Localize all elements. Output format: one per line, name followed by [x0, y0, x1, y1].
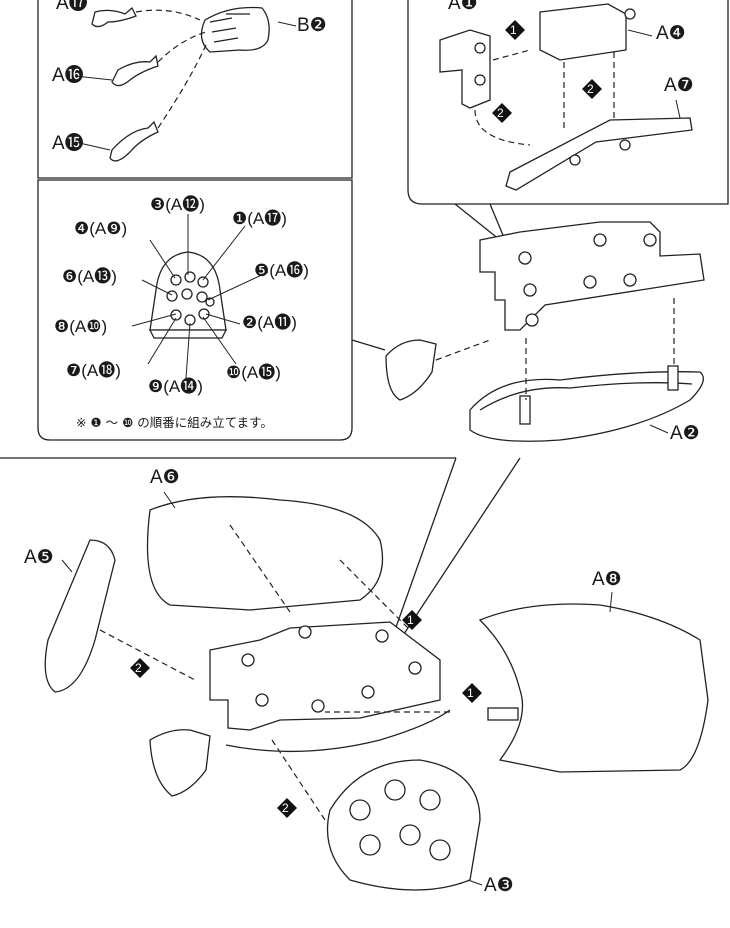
claw-base-rim: [148, 329, 228, 339]
part-a5: [44, 539, 116, 693]
assembly-arrow: [99, 629, 196, 681]
assembly-arrow: [339, 559, 411, 631]
claw-part-a17: [91, 6, 137, 28]
step-number: 2: [282, 801, 289, 815]
part-a1: [439, 29, 491, 109]
assembly-arrow: [229, 524, 291, 613]
assembly-arrow: [474, 109, 531, 146]
sequence-label-4: ❹(A❾): [74, 219, 128, 238]
sequence-label-10: ❿(A⓯): [226, 363, 281, 382]
part-label-a3: A❸: [484, 875, 514, 896]
assembly-arrow: [157, 31, 207, 63]
callout-line: [489, 203, 506, 241]
part-a7: [505, 117, 693, 191]
part-label-a4: A❹: [656, 23, 686, 44]
callout-line: [454, 203, 501, 241]
assembly-arrow: [435, 339, 491, 361]
claw-order-panel: [37, 179, 353, 441]
claw-assembly-bottom: [149, 729, 211, 797]
callout-line: [351, 339, 386, 351]
sequence-label-8: ❽(A❿): [54, 317, 108, 336]
sequence-label-5: ❺(A⓰): [254, 261, 309, 280]
step-number: 1: [510, 23, 517, 37]
part-a3: [326, 759, 481, 891]
sequence-label-3: ❸(A⓬): [150, 195, 205, 214]
step-markers: [130, 20, 602, 818]
claw-lines: [209, 13, 250, 43]
step-number: 1: [407, 613, 414, 627]
step-number: 2: [135, 661, 142, 675]
part-label-a1: A❶: [448, 0, 478, 14]
part-a8: [478, 603, 709, 773]
assembly-arrow: [135, 9, 201, 21]
claw-assembly: [385, 339, 437, 401]
sequence-label-1: ❶(A⓱): [232, 209, 287, 228]
part-label-a15: A⓯: [52, 133, 84, 154]
part-label-a5: A❺: [24, 547, 54, 568]
step-number: 2: [587, 82, 594, 96]
step-number: 1: [467, 686, 474, 700]
part-label-a17: A⓱: [56, 0, 88, 14]
assembly-order-note: ※ ❶ ～ ❿ の順番に組み立てます。: [76, 415, 273, 430]
assembled-main-block: [209, 621, 441, 731]
part-label-b2: B❷: [297, 15, 327, 36]
sequence-label-2: ❷(A⓫): [242, 313, 297, 332]
claw-part-a16: [111, 54, 159, 87]
assembly-arrow: [157, 44, 207, 129]
sequence-label-7: ❼(A⓲): [66, 361, 121, 380]
assembly-arrow: [492, 49, 531, 61]
part-label-a6: A❻: [150, 467, 180, 488]
top-left-panel: [37, 0, 353, 179]
sequence-label-6: ❻(A⓭): [62, 267, 117, 286]
callout-line: [394, 457, 457, 631]
sequence-label-9: ❾(A⓮): [148, 377, 203, 396]
part-label-a16: A⓰: [52, 65, 84, 86]
part-label-a2: A❷: [670, 423, 700, 444]
claw-part-a15: [109, 120, 159, 162]
callout-line: [399, 457, 521, 641]
part-label-a7: A❼: [664, 75, 694, 96]
part-a6: [146, 496, 384, 611]
step-number: 2: [497, 106, 504, 120]
assembly-arrow: [271, 739, 326, 821]
part-a4: [539, 3, 627, 61]
top-right-panel: [407, 0, 729, 205]
part-label-a8: A❽: [592, 569, 622, 590]
